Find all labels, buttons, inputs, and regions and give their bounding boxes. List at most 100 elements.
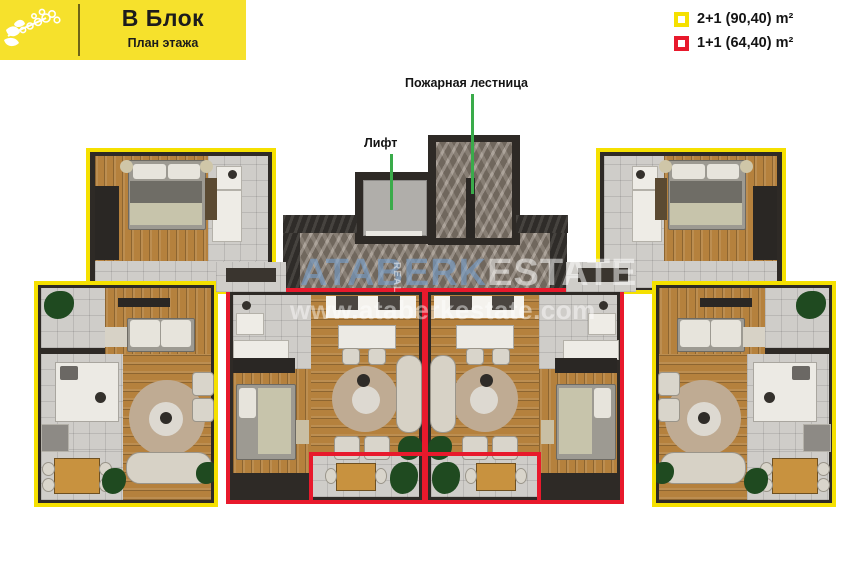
sink-icon [764,392,775,403]
sink-icon [599,301,608,310]
pillow [133,164,166,179]
legend-item-1plus1: 1+1 (64,40) m² [674,32,842,54]
dining-table [54,458,100,494]
plant [744,468,768,494]
header: В Блок План этажа 2+1 (90,40) m² 1+1 (64… [0,0,850,62]
title-plate-text: В Блок План этажа [80,0,246,60]
decor-bowl [480,374,493,387]
dining-table [772,458,818,494]
plant [796,291,826,319]
stove-icon [60,366,78,380]
balcony-chair [375,468,387,484]
pillow [672,164,705,179]
callout-elevator-label: Лифт [364,136,398,150]
dining-chair [42,478,55,492]
sofa [396,355,422,433]
bathtub [563,340,619,360]
appliance [632,166,658,190]
dining-chair [342,348,360,365]
balcony-table [336,463,376,491]
legend-swatch-red-icon [674,35,689,51]
core-left-slab [283,215,357,233]
pillow [168,164,200,179]
balcony-chair [325,468,337,484]
dresser [205,178,217,220]
pillow [594,388,611,418]
upper-cabinet [450,296,472,310]
legend-item-2plus1: 2+1 (90,40) m² [674,8,842,30]
dresser [655,178,667,220]
bed-foot-blanket [670,203,742,225]
sink-icon [95,392,106,403]
upper-cabinet [336,296,358,310]
pillow [680,320,710,347]
decor-bowl [698,412,710,424]
nightstand-lamp-icon [659,160,672,173]
elevator-door [366,231,422,236]
nightstand [105,327,127,347]
bed-blanket [670,181,742,203]
sink-icon [242,301,251,310]
armchair [364,436,390,460]
wardrobe [555,358,617,373]
decor-bowl [160,412,172,424]
armchair [492,436,518,460]
pillow [130,320,160,347]
coffee-table [352,386,380,414]
bathtub [233,340,289,360]
tv-console [118,298,170,307]
bed-blanket [130,181,202,203]
core-right-slab [516,215,568,233]
pillow [161,320,191,347]
pillow [239,388,256,418]
stove-icon [792,366,810,380]
block-title: В Блок [121,5,205,31]
plant [398,436,422,460]
plant [652,462,674,484]
armchair [192,398,214,422]
dining-chair [817,462,830,476]
fridge [803,424,831,452]
plant [432,462,460,494]
upper-cabinet [378,296,400,310]
plant [428,436,452,460]
wardrobe [753,186,777,260]
armchair [192,372,214,396]
coffee-table [470,386,498,414]
plant [390,462,418,494]
dining-chair [817,478,830,492]
pillow [707,164,739,179]
callout-elevator-leader [390,154,393,210]
legend: 2+1 (90,40) m² 1+1 (64,40) m² [674,8,842,56]
block-subtitle: План этажа [127,36,199,50]
armchair [334,436,360,460]
stair-core-wall [466,178,475,238]
pillow [711,320,741,347]
wardrobe [233,358,295,373]
dining-chair [492,348,510,365]
legend-label-1plus1: 1+1 (64,40) m² [697,35,794,51]
upper-cabinet [492,296,514,310]
bed-foot-blanket [130,203,202,225]
callout-fire-stairs-label: Пожарная лестница [405,76,528,90]
dining-chair [466,348,484,365]
tv-console [700,298,752,307]
nightstand [296,420,309,444]
plant [196,462,218,484]
bed-blanket [559,388,592,454]
armchair [462,436,488,460]
dining-table [456,325,514,349]
legend-label-2plus1: 2+1 (90,40) m² [697,11,794,27]
title-plate: В Блок План этажа [0,0,246,60]
sink-icon [636,170,645,179]
balcony-table [476,463,516,491]
balcony-chair [465,468,477,484]
nightstand [743,327,765,347]
armchair [658,398,680,422]
sofa [660,452,746,484]
plant [44,291,74,319]
sofa [430,355,456,433]
callout-fire-stairs-leader [471,94,474,194]
balcony-chair [515,468,527,484]
